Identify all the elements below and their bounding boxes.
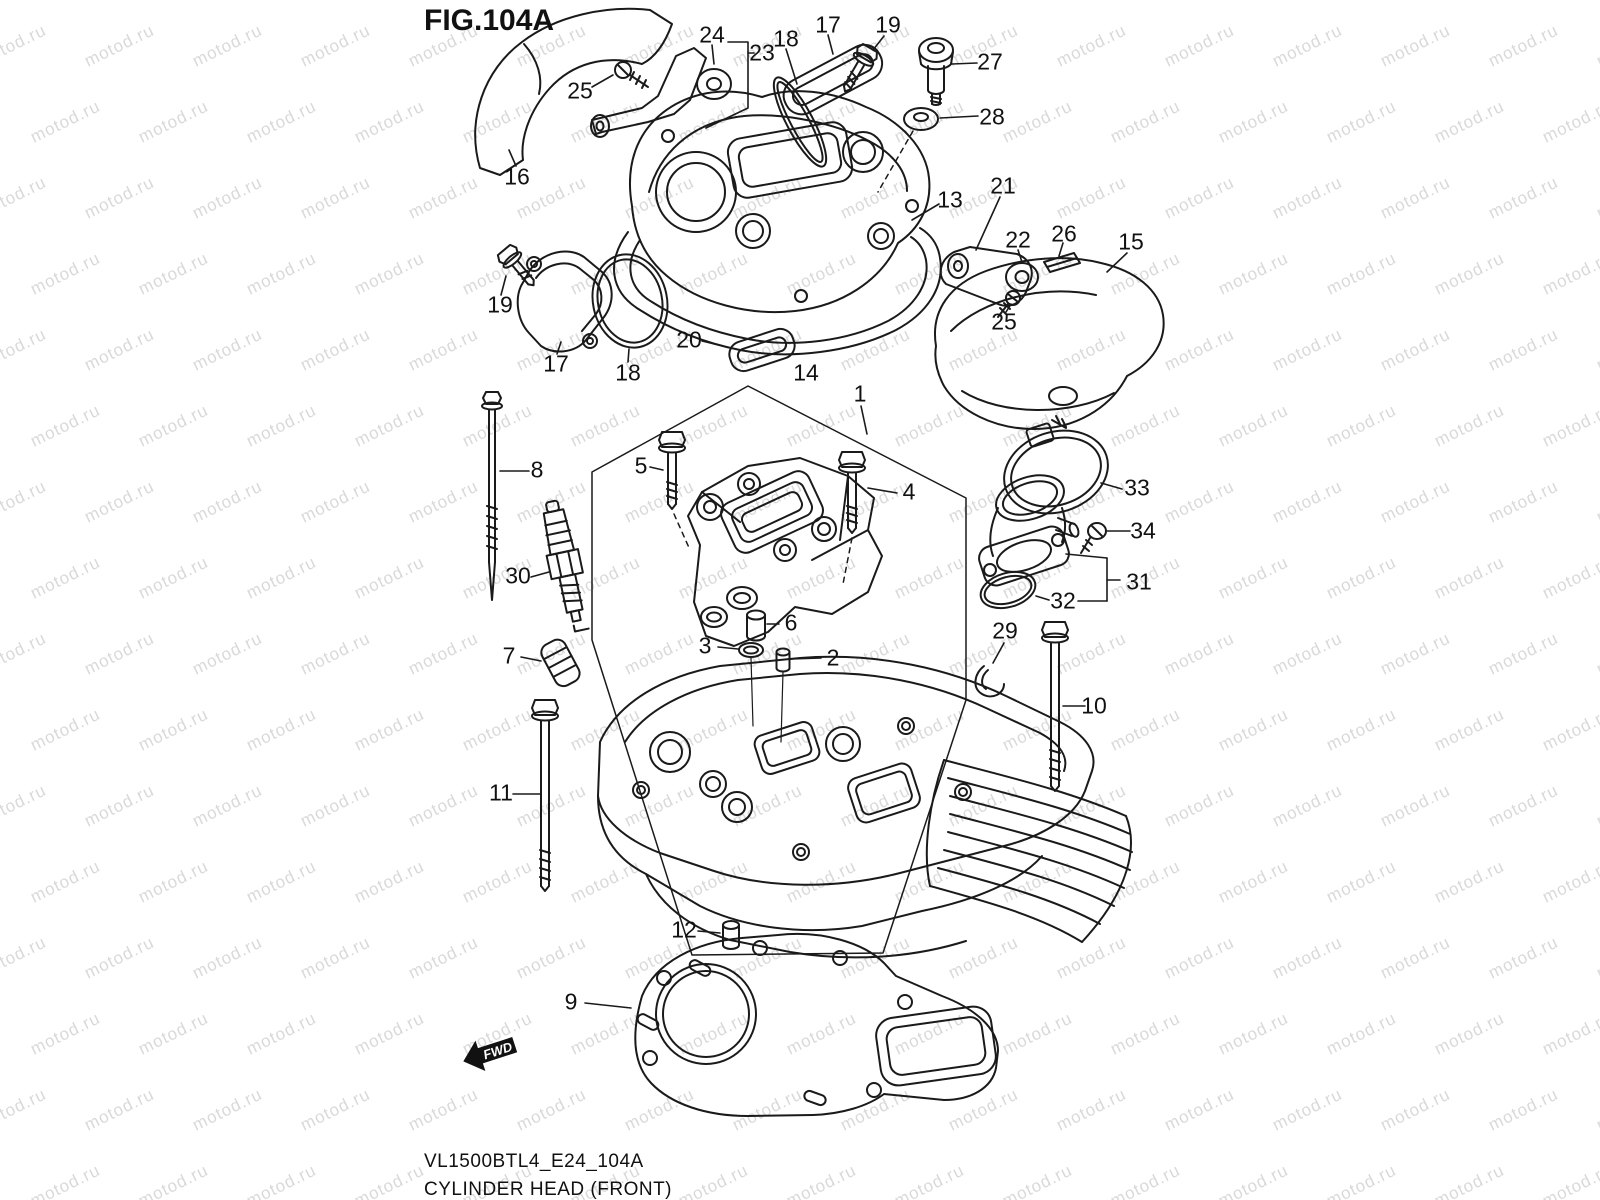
callout-17: 17 [543,350,569,377]
part-1-assembly-box [591,385,967,956]
callout-5: 5 [634,452,648,479]
callout-29: 29 [992,617,1018,644]
part-6-dowel [746,609,766,642]
part-25-screw-top [614,61,649,89]
part-29-clip [974,665,1005,698]
part-34-screw [1080,522,1107,554]
callout-19: 19 [875,11,901,38]
callout-16: 16 [504,163,530,190]
part-13-head-cover [628,90,931,314]
part-20-gasket [728,327,796,373]
part-18-seal-top [772,76,828,168]
callout-26: 26 [1051,220,1077,247]
part-16-cover [474,7,673,176]
part-10-bolt [1041,621,1069,792]
leader-lines [499,34,1131,1009]
part-3-oring [738,642,764,727]
callout-13: 13 [937,186,963,213]
part-1-rocker-assembly [687,457,883,647]
part-5-bolt [658,431,686,510]
part-23-bracket [590,47,707,138]
callout-24: 24 [699,21,725,48]
part-22-grommet [1005,262,1039,292]
callout-15: 15 [1118,228,1144,255]
figure-title: FIG.104A [424,4,555,37]
callout-33: 33 [1124,474,1150,501]
part-11-bolt [531,699,559,892]
part-19-bolt-top [842,43,878,93]
callout-23: 23 [749,39,775,66]
figure-code: VL1500BTL4_E24_104A [424,1151,644,1172]
callout-3: 3 [698,632,712,659]
part-19-bolt-left [496,243,535,287]
callout-34: 34 [1130,517,1156,544]
callout-6: 6 [784,609,798,636]
figure-footer: VL1500BTL4_E24_104A CYLINDER HEAD (FRONT… [424,1148,672,1200]
callout-9: 9 [564,988,578,1015]
callout-1: 1 [853,380,867,407]
callout-11: 11 [489,779,513,806]
part-27-bolt [918,37,954,106]
callout-18: 18 [773,25,799,52]
part-12-dowel [722,920,740,950]
callout-20: 20 [676,326,702,353]
part-32-oring [979,570,1037,610]
part-17-gasket-strip [782,43,884,116]
callout-27: 27 [977,48,1003,75]
callout-17: 17 [815,11,841,38]
callout-22: 22 [1005,226,1031,253]
callout-25: 25 [567,77,593,104]
callout-8: 8 [530,456,544,483]
part-4-guide-line [842,537,853,585]
part-8-stud [481,391,503,601]
part-1-cylinder-head [597,655,1133,959]
part-15-side-cover [934,257,1165,430]
callout-18: 18 [615,359,641,386]
part-30-spark-plug [542,499,590,633]
callout-30: 30 [505,562,531,589]
callout-31: 31 [1126,568,1152,595]
callout-4: 4 [902,478,916,505]
callout-14: 14 [793,359,819,386]
callout-2: 2 [826,644,840,671]
callout-25: 25 [991,308,1017,335]
part-9-head-gasket [634,932,999,1117]
callout-10: 10 [1081,692,1107,719]
callout-12: 12 [671,916,697,943]
callout-7: 7 [502,642,516,669]
callout-32: 32 [1050,587,1076,614]
part-14-cover-gasket [613,227,942,356]
part-7-plug-cap [540,638,581,688]
part-24-grommet [696,68,732,100]
callout-21: 21 [990,172,1016,199]
figure-name: CYLINDER HEAD (FRONT) [424,1179,673,1200]
part-18-oring-left [591,253,669,349]
callout-19: 19 [487,291,513,318]
callout-28: 28 [979,103,1005,130]
part-5-guide-line [673,513,691,551]
